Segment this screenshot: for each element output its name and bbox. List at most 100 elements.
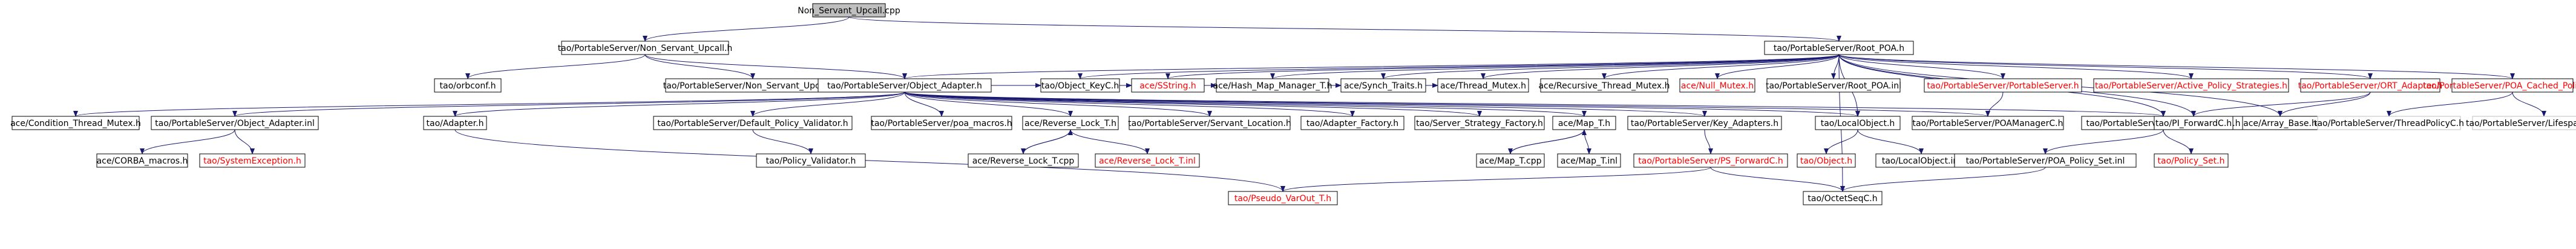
edge-oa_h-to-condmutex (73, 91, 905, 117)
node-lifespan[interactable]: tao/PortableServer/LifespanPolicyC.h (2466, 116, 2576, 130)
node-label: tao/PortableServer/POAManagerC.h (1913, 119, 2063, 128)
node-box (1300, 116, 1404, 130)
node-localobj[interactable]: tao/LocalObject.h (1815, 116, 1901, 130)
node-box (756, 153, 866, 168)
node-label: ace/Null_Mutex.h (1681, 81, 1754, 91)
edge-oa_inl-to-corbamacros (140, 129, 235, 154)
node-root_poa_h[interactable]: tao/PortableServer/Root_POA.h (1764, 41, 1914, 55)
node-corbamacros[interactable]: ace/CORBA_macros.h (96, 153, 188, 168)
node-policyval[interactable]: tao/Policy_Validator.h (756, 153, 866, 168)
node-rootpoa_inl[interactable]: tao/PortableServer/Root_POA.inl (1766, 78, 1901, 93)
edge-nsu_h-to-nsu_inl (644, 54, 755, 79)
edge-root_poa_h-to-hashmap (1270, 54, 1840, 79)
node-revlock_inl[interactable]: ace/Reverse_Lock_T.inl (1095, 153, 1200, 168)
node-mapt_inl[interactable]: ace/Map_T.inl (1557, 153, 1621, 168)
node-localobj_inl[interactable]: tao/LocalObject.inl (1875, 153, 1967, 168)
node-label: tao/orbconf.h (440, 81, 496, 91)
edge-psforward-to-pseudovar (1280, 167, 1711, 192)
node-box (1216, 78, 1329, 93)
node-adfactory[interactable]: tao/Adapter_Factory.h (1300, 116, 1404, 130)
node-objkey[interactable]: tao/Object_KeyC.h (1040, 78, 1120, 93)
node-label: ace/Map_T.cpp (1480, 156, 1542, 166)
node-keyadapters[interactable]: tao/PortableServer/Key_Adapters.h (1627, 116, 1782, 130)
node-condmutex[interactable]: ace/Condition_Thread_Mutex.h (10, 116, 141, 130)
node-psserver[interactable]: tao/PortableServer/PortableServer.h (1924, 78, 2082, 93)
node-label: tao/Adapter_Factory.h (1306, 119, 1398, 128)
node-label: tao/OctetSeqC.h (1807, 194, 1877, 204)
node-mapt_cpp[interactable]: ace/Map_T.cpp (1476, 153, 1545, 168)
node-thrmutex[interactable]: ace/Thread_Mutex.h (1437, 78, 1529, 93)
node-box (1540, 78, 1668, 93)
node-box (2317, 116, 2461, 130)
node-nsu_inl[interactable]: tao/PortableServer/Non_Servant_Upcall.in… (663, 78, 842, 93)
node-box (1766, 78, 1901, 93)
node-rtmutex[interactable]: ace/Recursive_Thread_Mutex.h (1538, 78, 1670, 93)
edge-oa_h-to-poapolicyset (904, 91, 2166, 117)
node-dpv[interactable]: tao/PortableServer/Default_Policy_Valida… (653, 116, 853, 130)
node-aps[interactable]: tao/PortableServer/Active_Policy_Strateg… (2093, 78, 2289, 93)
node-policyset[interactable]: tao/Policy_Set.h (2154, 153, 2229, 168)
node-box (1437, 78, 1529, 93)
edge-localobj-to-objecth (1824, 129, 1858, 154)
node-hashmap[interactable]: ace/Hash_Map_Manager_T.h (1213, 78, 1332, 93)
edges-layer (73, 16, 2546, 192)
node-label: tao/SystemException.h (203, 156, 301, 166)
node-synch[interactable]: ace/Synch_Traits.h (1340, 78, 1426, 93)
edge-root_poa_h-to-ortadapter (1838, 54, 2373, 79)
nodes-layer: Non_Servant_Upcall.cpp tao/PortableServer… (10, 3, 2576, 205)
node-label: ace/SString.h (1139, 81, 1196, 91)
node-label: ace/Recursive_Thread_Mutex.h (1538, 81, 1670, 91)
edge-oa_h-to-adfactory (904, 91, 1355, 117)
node-servloc[interactable]: tao/PortableServer/Servant_Location.h (1128, 116, 1291, 130)
node-objecth[interactable]: tao/Object.h (1797, 153, 1856, 168)
node-label: tao/PortableServer/PS_ForwardC.h (1638, 156, 1783, 166)
node-label: ace/CORBA_macros.h (97, 156, 188, 166)
node-box (199, 153, 306, 168)
node-ssfactory[interactable]: tao/Server_Strategy_Factory.h (1414, 116, 1545, 130)
node-poamacros[interactable]: tao/PortableServer/poa_macros.h (871, 116, 1012, 130)
node-root[interactable]: Non_Servant_Upcall.cpp (798, 3, 900, 18)
node-adapter_h[interactable]: tao/Adapter.h (423, 116, 487, 130)
node-pseudovar[interactable]: tao/Pseudo_VarOut_T.h (1228, 191, 1338, 205)
node-label: tao/PortableServer/Root_POA.inl (1766, 81, 1901, 91)
node-label: tao/PortableServer/Servant_Location.h (1128, 119, 1291, 128)
node-poapolicyset_inl[interactable]: tao/PortableServer/POA_Policy_Set.inl (1954, 153, 2137, 168)
edge-mapt_cpp-to-mapt (1510, 129, 1587, 154)
node-revlock_cpp[interactable]: ace/Reverse_Lock_T.cpp (968, 153, 1079, 168)
node-label: tao/Adapter.h (427, 119, 484, 128)
node-threadpolicy[interactable]: tao/PortableServer/ThreadPolicyC.h (2314, 116, 2464, 130)
node-ortadapter[interactable]: tao/PortableServer/ORT_Adapter.h (2298, 78, 2443, 93)
edge-root_poa_h-to-psserver (1838, 54, 2005, 79)
node-revlock[interactable]: ace/Reverse_Lock_T.h (1022, 116, 1119, 130)
node-box (1679, 78, 1755, 93)
edge-root-to-root_poa_h (848, 16, 1841, 42)
edge-revlock_cpp-to-revlock (1023, 129, 1073, 154)
node-label: ace/Synch_Traits.h (1344, 81, 1423, 91)
node-poamgr[interactable]: tao/PortableServer/POAManagerC.h (1912, 116, 2064, 130)
node-box (871, 116, 1012, 130)
node-oa_h[interactable]: tao/PortableServer/Object_Adapter.h (818, 78, 992, 93)
node-piforward[interactable]: tao/PI_ForwardC.h (2154, 116, 2234, 130)
node-nullmutex[interactable]: ace/Null_Mutex.h (1679, 78, 1755, 93)
node-nsu_h[interactable]: tao/PortableServer/Non_Servant_Upcall.h (558, 41, 733, 55)
edge-root_poa_h-to-nullmutex (1715, 54, 1840, 79)
node-label: ace/Map_T.inl (1561, 156, 1617, 166)
node-oa_inl[interactable]: tao/PortableServer/Object_Adapter.inl (151, 116, 319, 130)
node-sstring[interactable]: ace/SString.h (1131, 78, 1205, 93)
node-arraybase[interactable]: ace/Array_Base.h (2242, 116, 2318, 130)
node-box (151, 116, 319, 130)
node-label: tao/PortableServer/ORT_Adapter.h (2298, 81, 2443, 91)
node-poacached[interactable]: tao/PortableServer/POA_Cached_Policies.h (2423, 78, 2576, 93)
node-box (1954, 153, 2137, 168)
node-box (1040, 78, 1120, 93)
node-label: Non_Servant_Upcall.cpp (798, 6, 900, 16)
node-orbconf[interactable]: tao/orbconf.h (434, 78, 502, 93)
node-octetseq[interactable]: tao/OctetSeqC.h (1803, 191, 1883, 205)
edge-oa_h-to-mapt (904, 91, 1587, 117)
node-sysexc[interactable]: tao/SystemException.h (199, 153, 306, 168)
node-label: tao/PortableServer/Non_Servant_Upcall.in… (663, 81, 842, 91)
node-box (2451, 78, 2574, 93)
node-psforward[interactable]: tao/PortableServer/PS_ForwardC.h (1633, 153, 1788, 168)
node-mapt[interactable]: ace/Map_T.h (1552, 116, 1616, 130)
